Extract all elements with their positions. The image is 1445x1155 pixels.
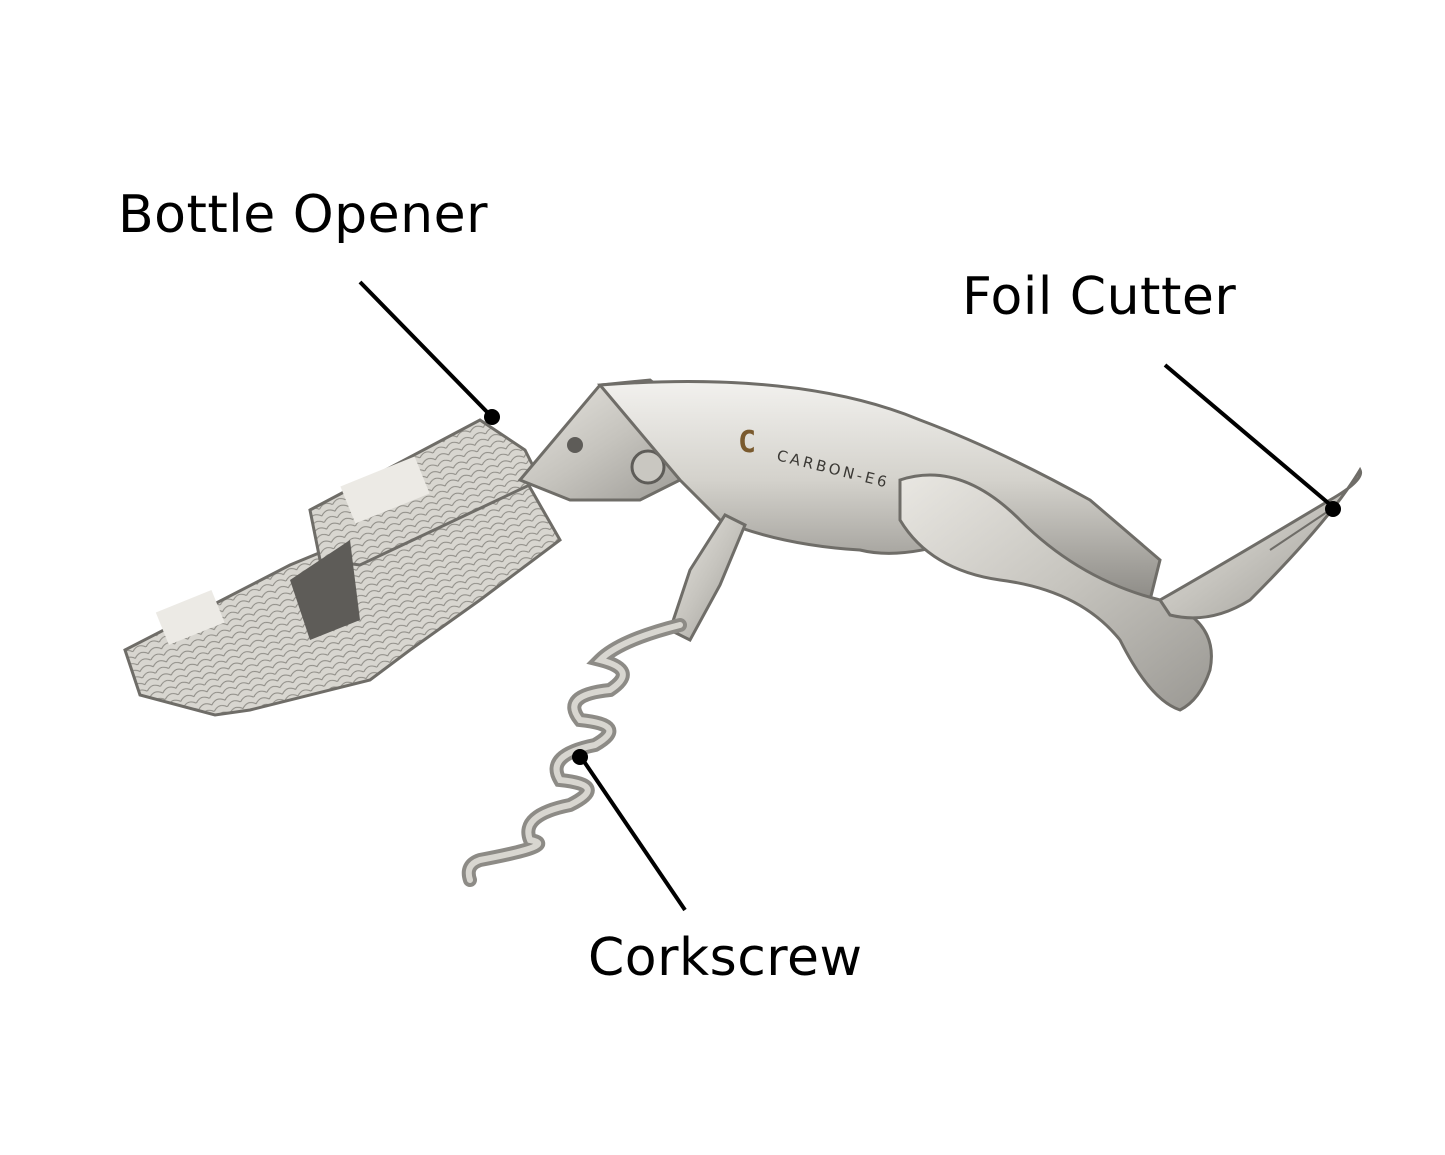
corkscrew-pointer-dot xyxy=(572,749,588,765)
corkscrew-arm xyxy=(461,513,747,887)
bottle-opener-pointer-dot xyxy=(484,409,500,425)
foil-cutter-pointer-dot xyxy=(1325,501,1341,517)
corkscrew-label: Corkscrew xyxy=(588,928,863,988)
corkscrew-leader xyxy=(581,758,687,912)
leader-lines xyxy=(358,280,1341,912)
main-handle: C CARBON-E6 xyxy=(596,380,1213,712)
foil-cutter-blade xyxy=(1157,466,1363,620)
engraving-logo: C xyxy=(738,425,756,460)
engraved-handle xyxy=(123,418,562,717)
bottle-opener-leader xyxy=(358,280,492,417)
foil-cutter-label: Foil Cutter xyxy=(962,267,1237,327)
bottle-opener-label: Bottle Opener xyxy=(118,185,488,245)
foil-cutter-leader xyxy=(1163,363,1335,509)
